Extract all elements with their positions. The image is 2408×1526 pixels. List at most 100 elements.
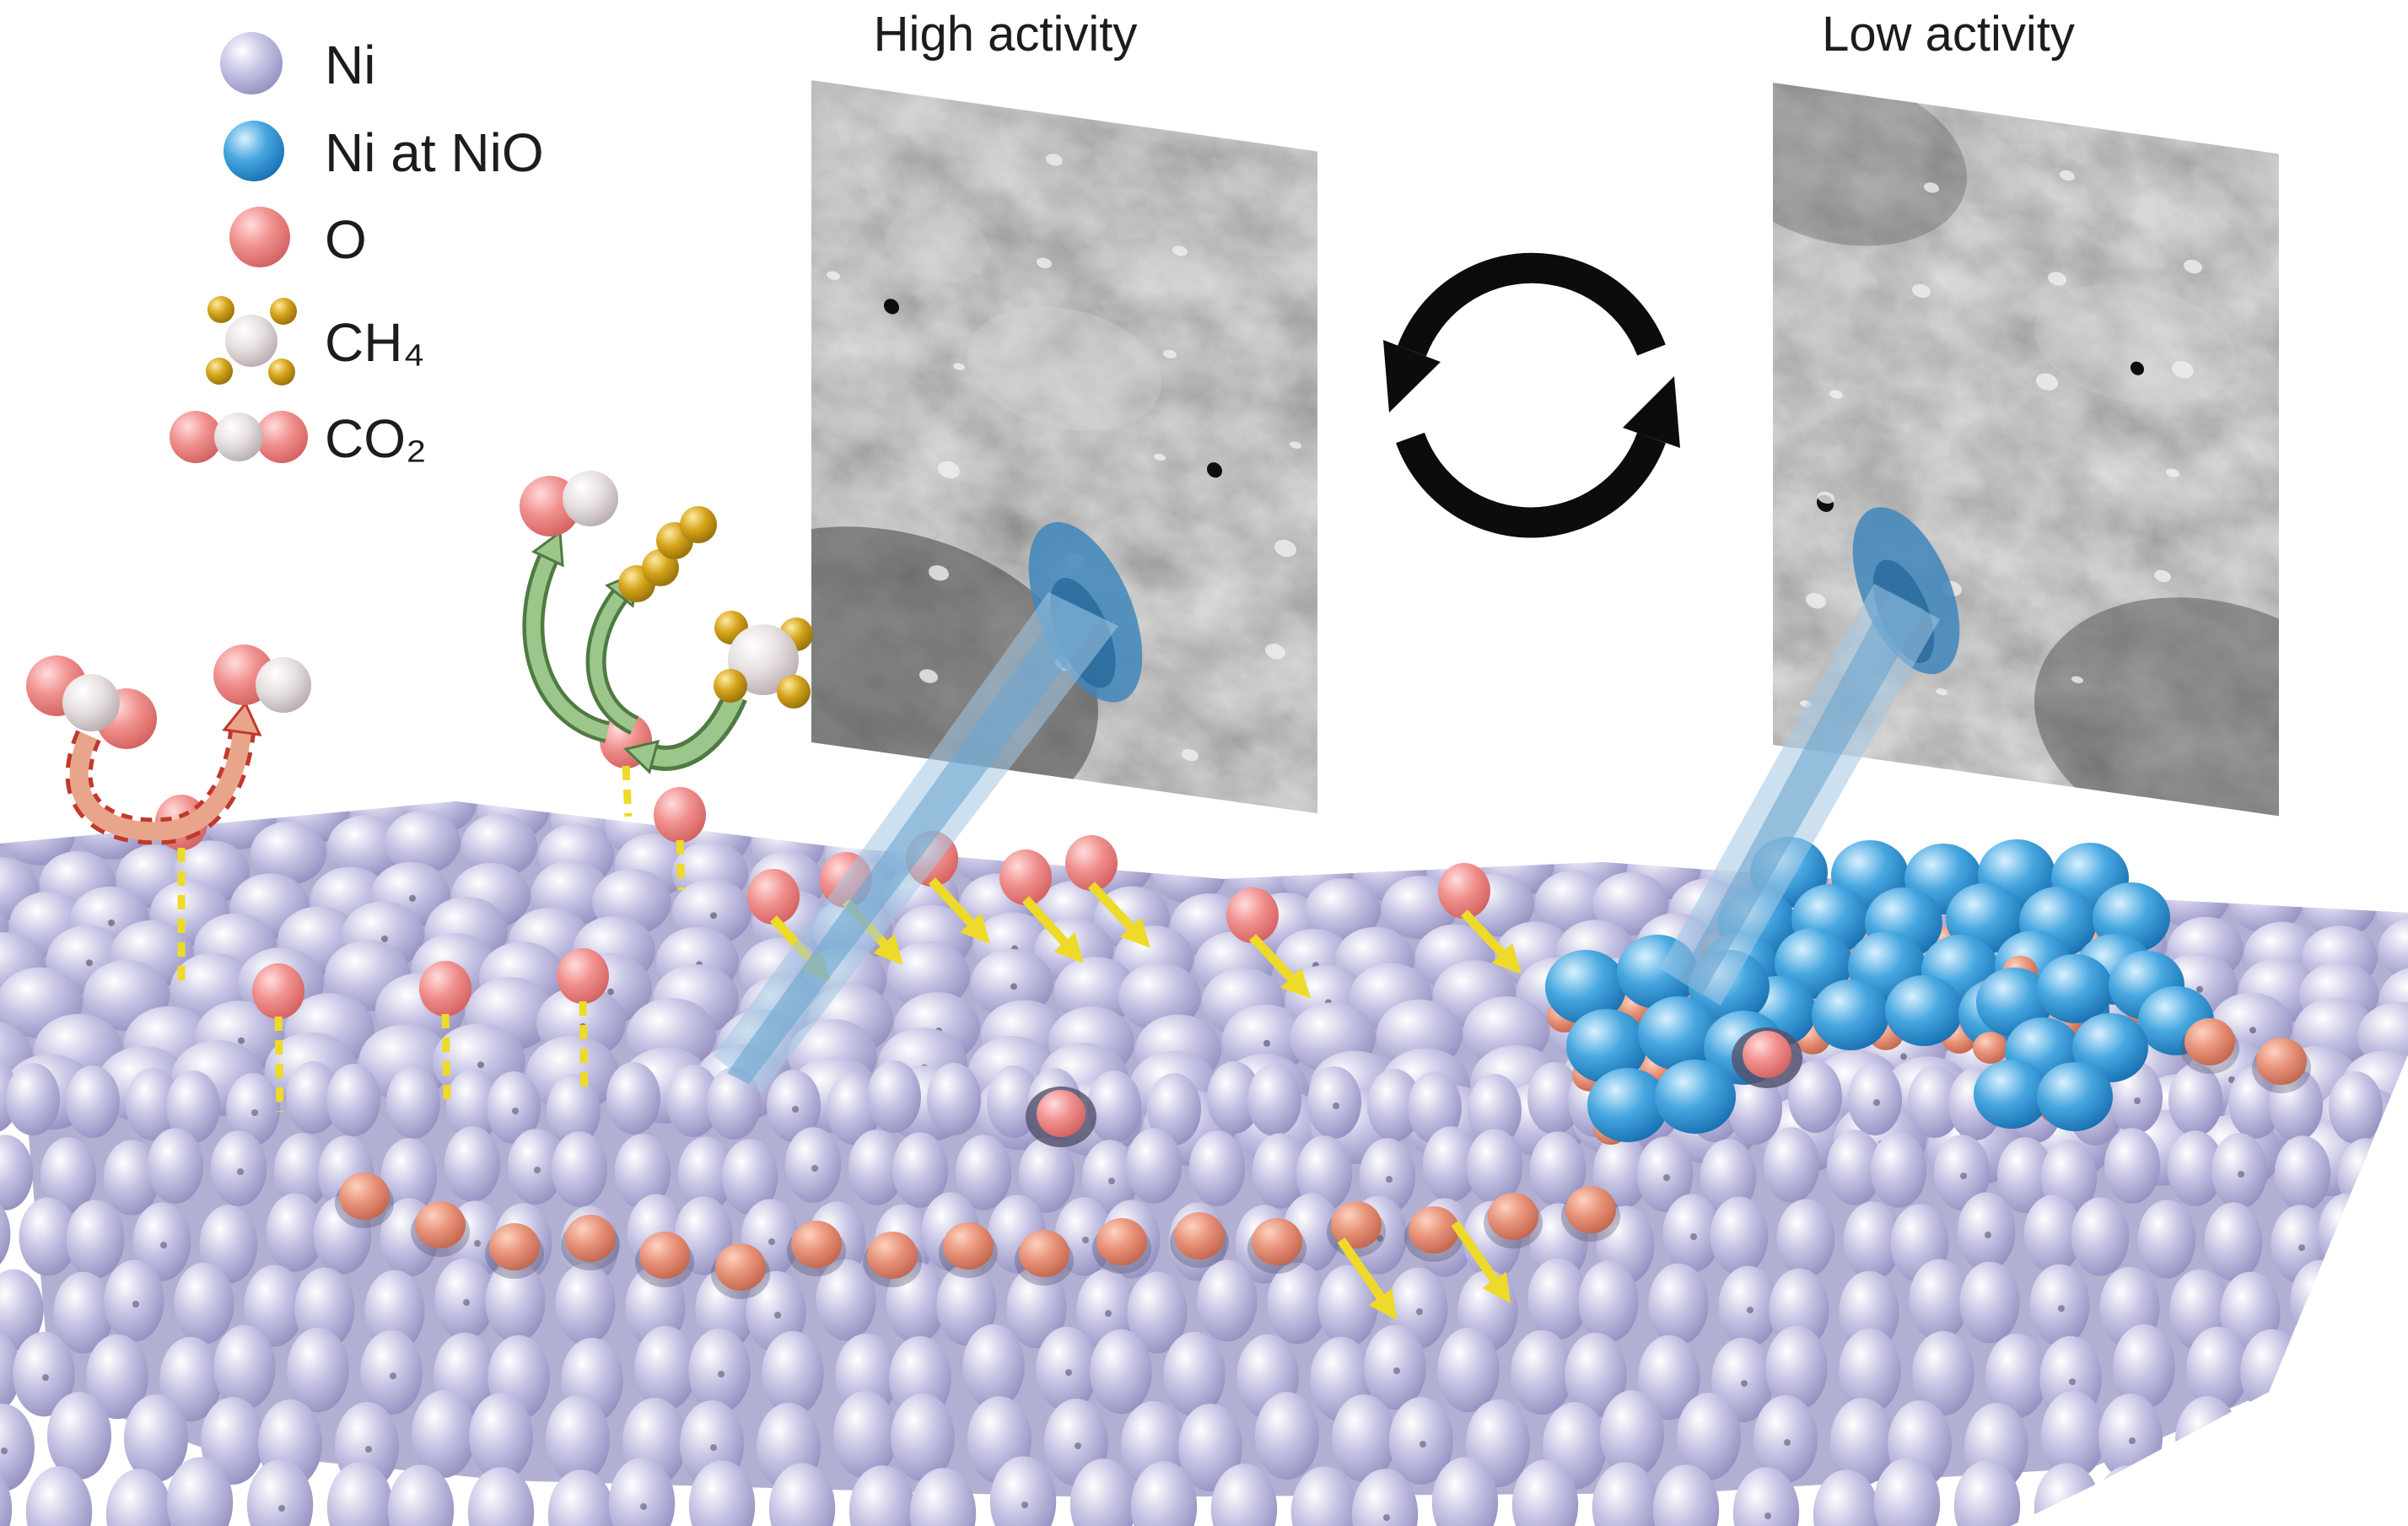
tem-speck <box>1182 748 1199 762</box>
sphere-center-dot <box>640 1503 647 1510</box>
diffusion-arrow-shaft <box>1021 896 1068 946</box>
atom-sphere <box>989 1456 1057 1526</box>
atom-sphere <box>327 815 403 879</box>
atom-sphere <box>489 1223 540 1270</box>
sphere-center-dot <box>2069 1378 2076 1385</box>
atom-sphere <box>1652 1464 1720 1526</box>
atom-sphere <box>1431 1457 1499 1526</box>
atom-sphere <box>66 1200 125 1279</box>
atom-sphere <box>721 1139 778 1215</box>
atom-sphere <box>2395 1461 2408 1526</box>
atom-sphere <box>1125 1128 1182 1204</box>
atom-sphere <box>2386 1404 2408 1491</box>
atom-sphere <box>1019 1230 1069 1277</box>
atom-sphere <box>1351 1469 1419 1526</box>
diffusion-arrowhead <box>1053 932 1084 963</box>
atom-sphere <box>2384 1195 2408 1275</box>
o-atom-icon <box>229 207 290 267</box>
atom-sphere <box>1908 1065 1962 1138</box>
atom-sphere <box>1648 1263 1709 1345</box>
atom-sphere <box>0 1060 19 1133</box>
atom-sphere <box>1959 1261 2020 1344</box>
tem-speck <box>938 461 960 479</box>
sphere-center-dot <box>86 959 93 967</box>
c-atom <box>563 471 618 526</box>
atom-sphere <box>1466 1129 1523 1205</box>
tem-dark-spot <box>884 299 899 315</box>
atom-sphere <box>2037 1062 2113 1131</box>
atom-sphere <box>891 1394 955 1481</box>
atom-sphere <box>1909 1259 1969 1341</box>
sphere-center-dot <box>1663 1174 1670 1181</box>
tem-speck <box>2071 676 2083 683</box>
tem-speck <box>1274 539 1296 558</box>
h2-molecules <box>618 506 717 602</box>
tem-speck <box>1265 644 1285 660</box>
atom-sphere <box>485 1260 546 1343</box>
atom-sphere <box>2252 1399 2316 1486</box>
atom-sphere <box>827 1072 881 1145</box>
surface-oxygen-adatoms <box>155 713 1490 1019</box>
atom-sphere <box>364 1270 425 1352</box>
tem-bright-region <box>886 209 990 282</box>
atom-sphere <box>1812 979 1889 1050</box>
tem-speck <box>919 669 938 683</box>
atom-sphere <box>784 1127 842 1203</box>
oxygen-bond-dash <box>441 1013 451 1104</box>
atom-sphere <box>2204 1202 2263 1281</box>
atom-sphere <box>1437 1327 1500 1413</box>
atom-sphere <box>1592 1134 1650 1210</box>
electron-beam-left <box>714 592 1118 1093</box>
atom-sphere <box>1468 1074 1522 1146</box>
tem-bright-region <box>967 306 1161 431</box>
atom-sphere <box>2168 1064 2222 1136</box>
atom-sphere <box>1488 1193 1538 1240</box>
sphere-center-dot <box>512 1108 519 1114</box>
atom-sphere <box>1147 1073 1201 1146</box>
atom-sphere <box>266 1193 325 1272</box>
atom-sphere <box>412 1390 476 1478</box>
sphere-center-dot <box>710 1444 717 1451</box>
atom-sphere <box>2309 1401 2373 1489</box>
h-atom <box>680 506 717 543</box>
green-arrow-h2 <box>590 591 638 731</box>
atom-sphere <box>419 961 471 1016</box>
atom-sphere <box>2098 1394 2163 1481</box>
atom-sphere <box>1848 1063 1902 1135</box>
atom-sphere <box>469 1393 533 1480</box>
atom-sphere <box>1210 1464 1278 1526</box>
sphere-center-dot <box>1376 1235 1383 1242</box>
atom-sphere <box>147 1128 204 1204</box>
atom-sphere <box>1885 975 1963 1046</box>
atom-sphere <box>1037 1090 1085 1137</box>
sphere-center-dot <box>534 1167 541 1173</box>
sphere-center-dot <box>1419 1441 1426 1448</box>
atom-sphere <box>1081 1140 1139 1216</box>
co2-molecule <box>26 655 157 749</box>
atom-sphere <box>936 1264 997 1346</box>
sphere-center-dot <box>1383 1514 1390 1521</box>
atom-sphere <box>2228 1066 2282 1139</box>
atom-sphere <box>747 869 800 925</box>
atom-sphere <box>551 1131 608 1207</box>
atom-sphere <box>25 1466 93 1526</box>
atom-sphere <box>2113 1324 2175 1410</box>
atom-sphere <box>226 1073 280 1146</box>
sphere-center-dot <box>2058 1305 2065 1312</box>
atom-sphere <box>816 1259 876 1341</box>
atom-sphere <box>715 1243 766 1291</box>
h-atom-icon <box>207 296 234 323</box>
atom-sphere <box>1527 1258 1588 1340</box>
atom-sphere <box>999 849 1052 905</box>
atom-sphere <box>286 1061 340 1134</box>
atom-sphere <box>199 1205 258 1284</box>
atom-sphere <box>547 1074 601 1146</box>
atom-sphere <box>1332 1394 1396 1482</box>
atom-sphere <box>339 1173 390 1220</box>
atom-sphere <box>1545 950 1626 1024</box>
atom-sphere <box>2041 1391 2105 1479</box>
sphere-center-dot <box>1900 1053 1907 1060</box>
nio-cluster-right <box>1973 951 2214 1131</box>
sphere-center-dot <box>1010 983 1017 990</box>
atom-sphere <box>1565 1332 1627 1418</box>
